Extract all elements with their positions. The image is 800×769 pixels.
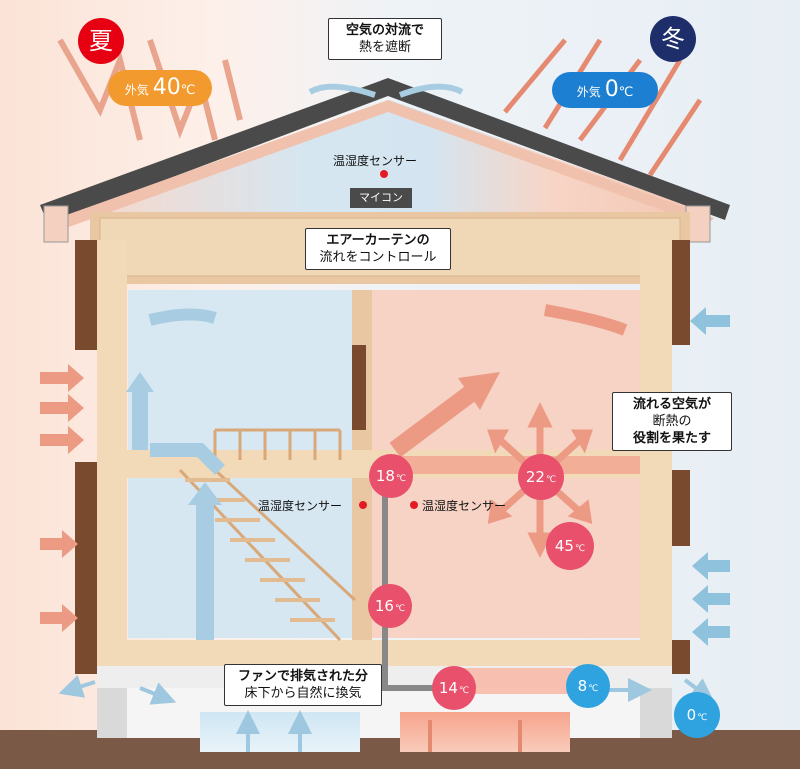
left-room-sensor-label: 温湿度センサー [258,499,343,513]
callout-line: 流れる空気が [632,397,711,412]
controller-label: マイコン [350,188,412,208]
temp-unit: ℃ [545,475,557,485]
outside-value: 40 [152,75,181,100]
callout-line: 流れをコントロール [319,250,437,265]
callout-line: ファンで排気された分 [237,669,368,684]
temp-value: 18 [375,467,395,485]
exhaust-callout: ファンで排気された分 床下から自然に換気 [224,664,382,706]
temp-unit: ℃ [697,713,708,723]
callout-line: 断熱の [652,414,692,429]
temp-45: 45℃ [546,522,594,570]
temp-value: 0 [686,706,697,724]
temp-8: 8℃ [566,664,610,708]
outside-value: 0 [604,77,619,102]
temp-unit: ℃ [588,684,599,694]
temp-22: 22℃ [518,454,564,500]
outside-unit: ℃ [618,85,634,100]
temp-0: 0℃ [674,692,720,738]
outside-unit: ℃ [180,83,196,98]
right-room-sensor-label: 温湿度センサー [422,499,507,513]
callout-line: 熱を遮断 [358,40,411,55]
callout-line: 床下から自然に換気 [244,686,362,701]
temp-16: 16℃ [368,584,412,628]
summer-badge: 夏 [78,18,124,64]
roof-convection-callout: 空気の対流で 熱を遮断 [328,18,442,60]
callout-line: 役割を果たす [632,431,711,446]
insulation-callout: 流れる空気が 断熱の 役割を果たす [612,392,732,451]
air-curtain-callout: エアーカーテンの 流れをコントロール [305,228,451,270]
temp-14: 14℃ [432,666,476,710]
callout-line: 空気の対流で [345,23,424,38]
temp-value: 16 [374,597,394,615]
temp-unit: ℃ [394,604,406,614]
temp-value: 14 [438,679,458,697]
temp-value: 8 [577,677,588,695]
outside-label: 外気 [124,83,149,97]
temp-unit: ℃ [574,544,586,554]
temp-value: 22 [525,468,545,486]
temp-value: 45 [554,537,574,555]
temp-unit: ℃ [458,686,470,696]
winter-badge: 冬 [650,16,696,62]
outside-label: 外気 [576,85,601,99]
attic-sensor-dot [380,170,388,178]
temp-18: 18℃ [369,454,413,498]
attic-sensor-label: 温湿度センサー [333,154,418,168]
right-room-sensor-dot [410,501,418,509]
left-room-sensor-dot [359,501,367,509]
temp-unit: ℃ [395,474,407,484]
callout-line: エアーカーテンの [326,233,430,248]
